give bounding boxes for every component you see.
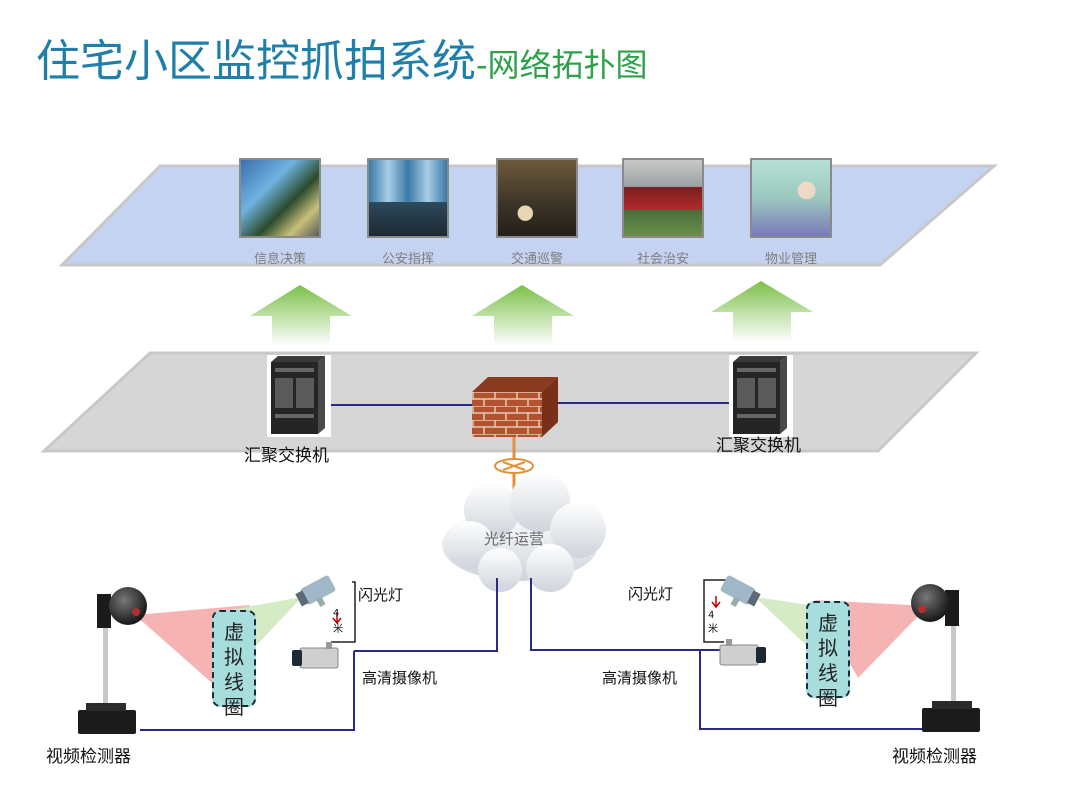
detector-label-left: 视频检测器 bbox=[46, 747, 131, 767]
detector-label-right: 视频检测器 bbox=[892, 747, 977, 767]
virtual-coil-char: 线 bbox=[818, 661, 838, 685]
upward-arrow-icon bbox=[711, 281, 813, 342]
flash-lamp-icon bbox=[295, 575, 336, 607]
virtual-coil-char: 拟 bbox=[224, 645, 244, 669]
aggregation-switch-icon bbox=[729, 355, 793, 437]
virtual-coil-char: 圈 bbox=[818, 686, 838, 710]
hd-camera-icon bbox=[292, 642, 339, 669]
fiber-cloud-icon bbox=[442, 472, 606, 592]
app-label-4: 社会治安 bbox=[636, 252, 689, 267]
virtual-coil-char: 虚 bbox=[818, 611, 838, 635]
hd-camera-icon bbox=[719, 639, 766, 666]
upward-arrow-icon bbox=[472, 285, 574, 346]
switch-right-label: 汇聚交换机 bbox=[716, 436, 801, 456]
title-sub: -网络拓扑图 bbox=[476, 46, 648, 84]
office-photo bbox=[750, 158, 832, 238]
aggregation-switch-icon bbox=[267, 355, 331, 437]
flash-label-left: 闪光灯 bbox=[358, 586, 404, 604]
firewall-brick-icon bbox=[472, 377, 558, 437]
virtual-coil-char: 线 bbox=[224, 670, 244, 694]
virtual-coil-char: 圈 bbox=[224, 695, 244, 719]
app-label-2: 公安指挥 bbox=[381, 252, 434, 267]
title-main: 住宅小区监控抓拍系统 bbox=[36, 36, 476, 87]
virtual-coil-right: 虚 拟 线 圈 bbox=[806, 601, 850, 710]
flash-label-right: 闪光灯 bbox=[628, 585, 674, 603]
flash-lamp-icon bbox=[720, 575, 761, 607]
distance-unit-right: 米 bbox=[708, 624, 718, 635]
monitoring-wall-photo bbox=[239, 158, 321, 238]
cloud-label: 光纤运营 bbox=[484, 530, 545, 548]
upward-arrow-icon bbox=[250, 285, 352, 346]
distance-num-right: 4 bbox=[708, 610, 715, 621]
video-detector-camera-icon bbox=[78, 587, 147, 734]
app-label-1: 信息决策 bbox=[253, 252, 306, 267]
virtual-coil-left: 虚 拟 线 圈 bbox=[212, 610, 256, 719]
video-detector-camera-icon bbox=[911, 584, 980, 732]
page-title: 住宅小区监控抓拍系统-网络拓扑图 bbox=[36, 40, 648, 84]
virtual-coil-char: 拟 bbox=[818, 636, 838, 660]
truck-photo bbox=[622, 158, 704, 238]
command-center-photo bbox=[367, 158, 449, 238]
traffic-control-photo bbox=[496, 158, 578, 238]
hd-camera-label-left: 高清摄像机 bbox=[362, 669, 438, 687]
app-label-5: 物业管理 bbox=[764, 252, 817, 267]
distance-unit-left: 米 bbox=[333, 624, 343, 635]
distance-num-left: 4 bbox=[333, 608, 340, 619]
router-icon bbox=[494, 458, 534, 474]
app-label-3: 交通巡警 bbox=[510, 252, 563, 267]
switch-left-label: 汇聚交换机 bbox=[244, 446, 329, 466]
hd-camera-label-right: 高清摄像机 bbox=[602, 669, 678, 687]
virtual-coil-char: 虚 bbox=[224, 620, 244, 644]
